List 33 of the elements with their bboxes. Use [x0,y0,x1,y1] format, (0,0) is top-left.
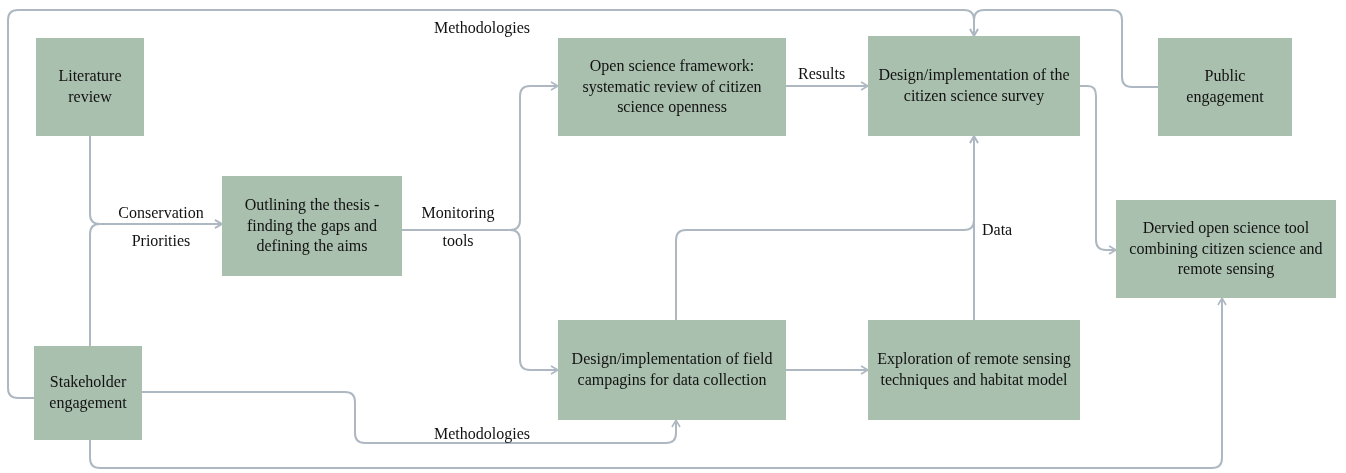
process-box [868,320,1080,420]
edge-label: Monitoring tools [420,203,496,251]
process-box [558,38,786,136]
edge-label: Conservation Priorities [117,203,205,251]
box-text: Design/implementation of field campagins for data collection [570,349,774,391]
arrow [785,81,869,91]
arrow [785,365,869,375]
box-text: Open science framework: systematic review of citizen science openness [581,55,763,118]
box-text: Design/implementation of the citizen science survey [877,65,1071,107]
box-text: Public engagement [1185,66,1265,108]
process-box [868,36,1080,136]
process-box [558,320,786,420]
process-box [36,38,144,136]
arrow [1079,85,1117,255]
arrow [969,9,1159,88]
process-box [1116,200,1336,298]
box-text: Exploration of remote sensing techniques and habitat model [876,349,1072,391]
box-text: Dervied open science tool combining citizen science and remote sensing [1128,217,1324,280]
box-text: Stakeholder engagement [48,372,128,414]
edge-label: Methodologies [433,424,531,445]
edge-label: Methodologies [433,18,531,39]
arrow [89,297,1227,469]
process-box [34,346,142,440]
arrow [401,229,559,375]
arrow [141,391,681,444]
arrow [969,135,979,321]
box-text: Literature review [57,66,123,107]
edge-label: Data [981,220,1014,240]
box-text: Outlining the thesis - finding the gaps and defining the aims [243,194,381,257]
process-box [222,176,402,276]
process-box [1158,38,1292,136]
edge-label: Results [797,64,847,84]
arrow [89,219,223,347]
